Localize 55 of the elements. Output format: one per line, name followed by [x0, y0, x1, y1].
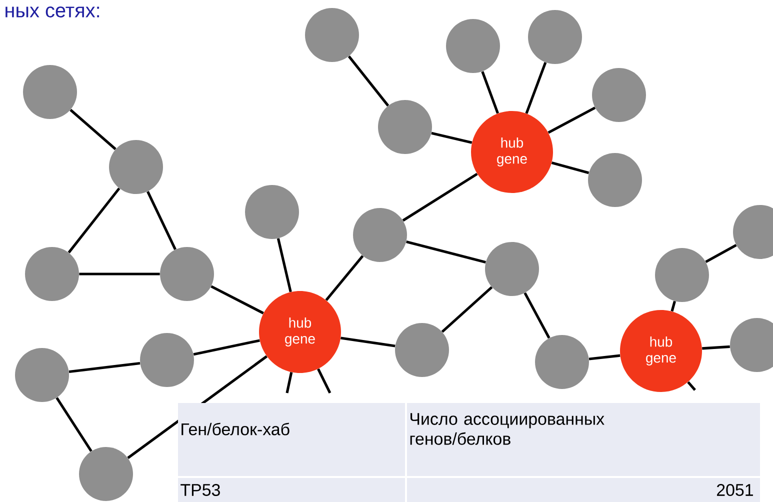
- edge-line: [524, 292, 550, 339]
- edge-line: [431, 132, 472, 144]
- edge-line: [406, 240, 486, 264]
- gene-node: [245, 184, 299, 239]
- edge-line: [68, 188, 120, 254]
- gene-node: [588, 152, 642, 207]
- gene-node: [140, 332, 194, 387]
- edge-line: [68, 362, 140, 374]
- edge-line: [193, 339, 260, 356]
- gene-node: [395, 322, 449, 377]
- edge-line: [56, 397, 92, 452]
- table-cell: 2051: [407, 478, 760, 502]
- gene-node: [446, 19, 500, 73]
- edge-line: [325, 255, 364, 302]
- gene-node: [730, 318, 773, 372]
- edge-line: [70, 108, 116, 150]
- edge-line: [441, 286, 493, 333]
- gene-node: [15, 348, 69, 402]
- edge-line: [276, 238, 292, 292]
- edge-line: [286, 372, 293, 394]
- gene-node: [528, 10, 582, 64]
- edge-line: [340, 336, 396, 348]
- hub-gene-node: hub gene: [259, 290, 341, 373]
- gene-node: [485, 242, 539, 296]
- edge-line: [548, 106, 596, 134]
- table-cell: TP53: [178, 478, 405, 502]
- gene-node: [378, 100, 432, 154]
- gene-node: [79, 446, 133, 501]
- hub-gene-node: hub gene: [620, 310, 702, 392]
- edge-line: [481, 71, 499, 114]
- gene-node: [592, 68, 646, 122]
- gene-node: [535, 334, 589, 389]
- edge-line: [670, 300, 676, 312]
- edge-line: [79, 272, 160, 276]
- edge-line: [348, 55, 390, 106]
- gene-node: [25, 246, 79, 301]
- edge-line: [317, 368, 332, 394]
- gene-node: [160, 246, 214, 301]
- title: ных сетях:: [6, 6, 100, 18]
- edge-line: [687, 381, 696, 391]
- edge-line: [146, 190, 176, 250]
- gene-node: [353, 208, 407, 262]
- edge-line: [210, 285, 264, 314]
- gene-node: [23, 65, 77, 119]
- gene-node: [655, 248, 709, 302]
- edge-line: [551, 162, 590, 174]
- edge-line: [702, 345, 730, 350]
- edge-line: [588, 354, 620, 360]
- gene-node: [305, 8, 359, 62]
- edge-line: [402, 172, 478, 222]
- gene-node: [733, 204, 773, 259]
- hub-gene-node: hub gene: [471, 110, 553, 193]
- edge-line: [705, 244, 737, 263]
- gene-node: [109, 140, 163, 194]
- edge-line: [525, 62, 547, 114]
